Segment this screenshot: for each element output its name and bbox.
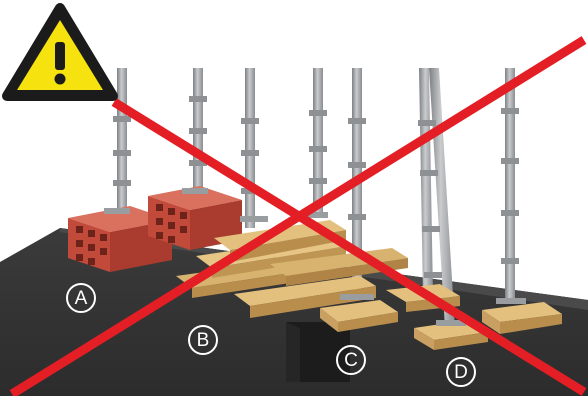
scaffold-pole (245, 68, 255, 228)
marker-a: A (66, 283, 96, 313)
ground-hole (286, 322, 350, 382)
cross-stroke (111, 98, 587, 396)
scaffold-pole (505, 68, 515, 300)
scaffold-pole (117, 68, 127, 218)
scaffold-pole (313, 68, 323, 218)
marker-d: D (446, 357, 476, 387)
cross-stroke (9, 36, 587, 396)
scaffold-pole (419, 68, 433, 296)
timber-pad-c (320, 294, 398, 332)
marker-b: B (188, 325, 218, 355)
red-x-cross (9, 36, 587, 396)
warning-triangle-icon (2, 3, 118, 101)
marker-c: C (336, 345, 366, 375)
